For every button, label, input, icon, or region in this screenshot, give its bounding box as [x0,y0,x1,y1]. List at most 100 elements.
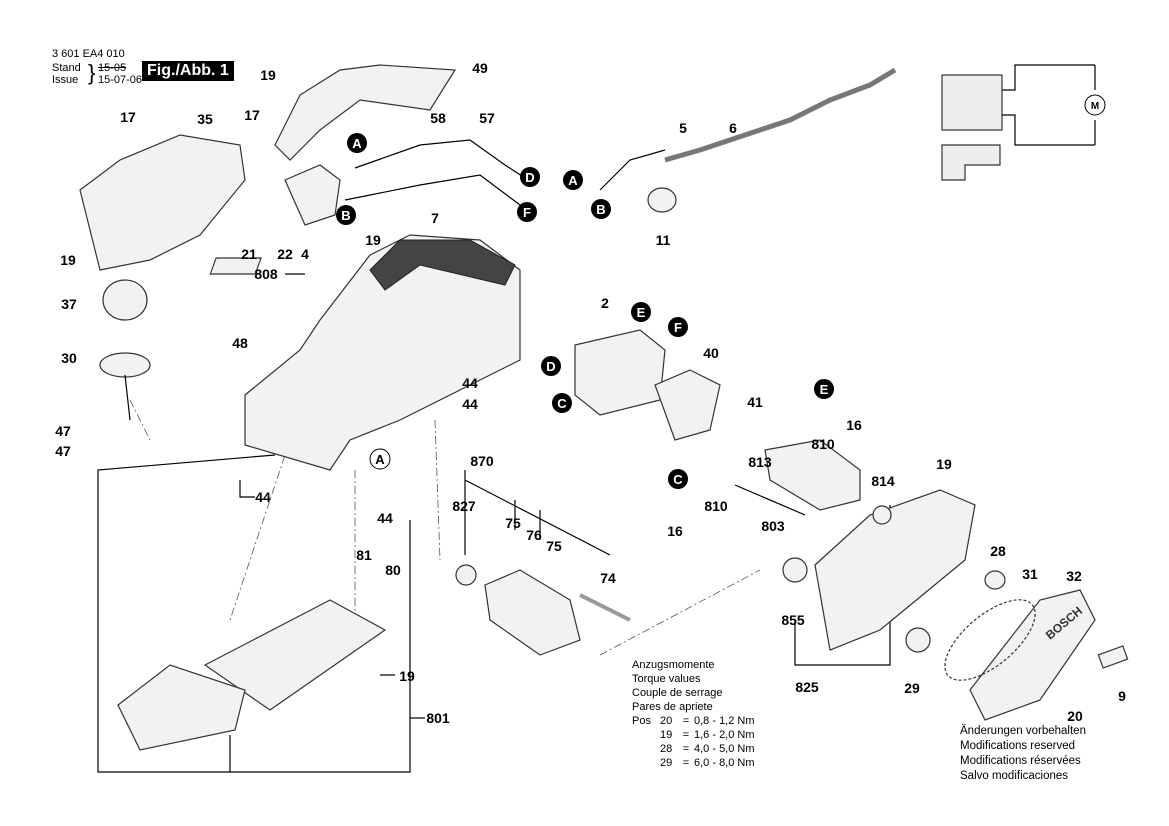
part-label: 6 [729,120,737,136]
torque-row: 19=1,6 - 2,0 Nm [632,728,755,742]
part-label: 16 [846,417,862,433]
part-label: 4 [301,246,309,262]
part-label: 41 [747,394,763,410]
switch-cover-part-49 [274,64,457,161]
base-plate-part [117,664,246,751]
part-label: 48 [232,335,248,351]
part-label: 813 [748,454,772,470]
part-label: 31 [1022,566,1038,582]
bearing-part-827 [455,564,477,586]
svg-text:F: F [523,205,531,220]
torque-eq: = [682,729,690,741]
torque-eq: = [682,715,690,727]
motor-schematic: M [941,64,1106,181]
notice-fr: Modifications réservées [960,755,1081,767]
pos-label: Pos [632,715,651,727]
part-label: 827 [452,498,476,514]
torque-pos: 19 [660,729,673,741]
cover-part-35 [79,134,246,271]
torque-title-en: Torque values [632,673,701,685]
issue-label: Issue [52,74,79,86]
wire-part-57 [344,174,521,206]
part-label: 810 [811,436,835,452]
cutter-drum-part [484,569,581,656]
torque-title-fr: Couple de serrage [632,687,723,699]
pulley-part-29 [905,627,931,653]
torque-pos: 28 [660,743,673,755]
bearing-part-814 [872,505,892,525]
part-label: 44 [462,375,478,391]
pulley-part-28 [984,570,1006,590]
connector-a: A [369,448,391,470]
svg-text:C: C [557,396,567,411]
part-label: 801 [426,710,450,726]
part-label: 19 [936,456,952,472]
connector-c: C [668,469,688,489]
stator-part-2 [574,329,666,416]
part-label: 17 [244,107,260,123]
part-label: 17 [120,109,136,125]
part-label: 28 [990,543,1006,559]
part-label: 44 [255,489,271,505]
svg-text:B: B [341,208,350,223]
torque-values-table: Anzugsmomente Torque values Couple de se… [632,658,755,770]
notice-es: Salvo modificaciones [960,770,1069,782]
part-label: 80 [385,562,401,578]
part-labels: 19 49 17 35 17 58 57 5 6 7 19 21 22 4 11… [55,60,1126,726]
part-label: 32 [1066,568,1082,584]
connector-a: A [563,170,583,190]
gear-housing-part-825 [814,489,976,651]
belt-cover-part-32 [969,589,1096,721]
svg-text:F: F [674,320,682,335]
brace: } [88,60,96,85]
part-label: 2 [601,295,609,311]
part-label: 803 [761,518,785,534]
part-label: 810 [704,498,728,514]
torque-value: 6,0 - 8,0 Nm [694,757,755,769]
switch-part-4 [284,164,341,226]
notice-en: Modifications reserved [960,740,1076,752]
part-label: 7 [431,210,439,226]
torque-eq: = [682,743,690,755]
part-label: 74 [600,570,616,586]
ring-part-11 [647,187,677,213]
part-label: 29 [904,680,920,696]
part-label: 870 [470,453,494,469]
part-label: 40 [703,345,719,361]
connector-c: C [552,393,572,413]
part-label: 57 [479,110,495,126]
motor-housing-part [244,234,521,471]
fan-guide-part-40 [654,369,721,441]
part-label: 47 [55,443,71,459]
part-label: 19 [260,67,276,83]
part-label: 75 [505,515,521,531]
part-label: 21 [241,246,257,262]
svg-text:C: C [673,472,683,487]
modifications-notice: Änderungen vorbehalten Modifications res… [960,724,1086,784]
depth-part-30 [99,352,151,378]
part-label: 808 [254,266,278,282]
torque-title-de: Anzugsmomente [632,659,715,671]
part-label: 5 [679,120,687,136]
motor-symbol: M [1091,101,1099,112]
part-label: 30 [61,350,77,366]
stand-label: Stand [52,62,81,74]
connector-e: E [631,302,651,322]
part-label: 35 [197,111,213,127]
bearing-part-855 [782,557,808,583]
torque-pos: 20 [660,715,673,727]
issue-value: 15-07-06 [98,74,143,86]
torque-row: 28=4,0 - 5,0 Nm [632,742,755,756]
torque-value: 0,8 - 1,2 Nm [694,715,755,727]
belt-part-31 [944,599,1036,681]
svg-text:E: E [637,305,646,320]
svg-text:A: A [352,136,362,151]
torque-pos: 29 [660,757,673,769]
connector-b: B [336,205,356,225]
part-label: 814 [871,473,895,489]
connector-d: D [541,356,561,376]
part-label: 44 [462,396,478,412]
part-label: 49 [472,60,488,76]
knob-part-37 [102,279,148,321]
